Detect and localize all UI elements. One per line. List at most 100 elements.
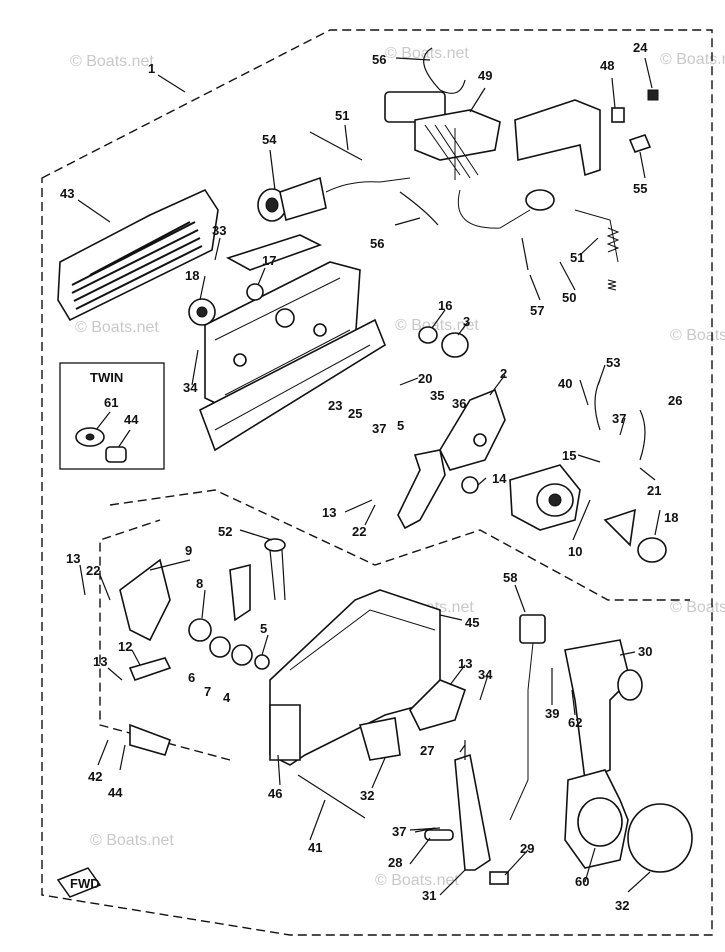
spring-part-52b (607, 279, 617, 291)
lever-part-31 (454, 753, 491, 871)
callout-7: 7 (204, 684, 211, 699)
part-33 (358, 717, 401, 761)
part-56 (628, 134, 652, 153)
callout-45: 44 (108, 785, 123, 800)
pin-part-29 (424, 829, 454, 841)
part-15 (461, 476, 479, 494)
callout-42: 41 (308, 840, 322, 855)
callout-24: 23 (328, 398, 342, 413)
callout-35: 34 (183, 380, 198, 395)
callout-50: 51 (335, 108, 349, 123)
cover-part-44 (57, 188, 219, 322)
callout-46: 45 (465, 615, 479, 630)
callout-61-inset: 61 (104, 395, 118, 410)
callout-57-top: 56 (372, 52, 386, 67)
callout-44-inset: 44 (124, 412, 139, 427)
callout-34: 33 (212, 223, 226, 238)
twin-title: TWIN (90, 370, 123, 385)
washer-part-7 (209, 636, 231, 658)
callout-35-right: 34 (478, 667, 493, 682)
watermark: © Boats.net (70, 53, 154, 70)
nut-part-5 (254, 654, 270, 670)
callout-13-left: 13 (66, 551, 80, 566)
callout-57-bottom: 56 (370, 236, 384, 251)
lever-part-2 (439, 388, 506, 471)
washer-part-4 (231, 644, 253, 666)
callout-41: 40 (558, 376, 572, 391)
watermark: © Boats.net (670, 327, 725, 344)
connector-part-53 (257, 176, 411, 222)
callout-1: 1 (148, 61, 155, 76)
callout-17: 16 (438, 298, 452, 313)
watermark: © Boats.net (385, 45, 469, 62)
callout-14: 13 (458, 656, 472, 671)
callout-20: 21 (647, 483, 661, 498)
clip-part-57-top (423, 47, 466, 94)
fwd-label: FWD (70, 876, 100, 891)
callout-43: 42 (88, 769, 102, 784)
callout-19-right: 18 (664, 510, 678, 525)
twin-inset: TWIN 61 44 (59, 362, 165, 470)
callout-13-low: 13 (93, 654, 107, 669)
callout-2: 2 (500, 366, 507, 381)
bolt-part-42 (297, 774, 366, 819)
switch-part-59 (519, 614, 546, 644)
callout-49: 48 (600, 58, 614, 73)
watermarks: © Boats.net © Boats.net © Boats.net © Bo… (70, 45, 725, 889)
spring-part-52 (606, 227, 620, 253)
grommet-part-19b (637, 537, 667, 563)
callout-6: 6 (188, 670, 195, 685)
spring-part-54 (594, 379, 601, 431)
subassembly-outline (109, 489, 690, 601)
callout-58: 57 (530, 303, 544, 318)
part-10 (603, 508, 636, 547)
callout-29: 28 (388, 855, 402, 870)
callout-59: 58 (503, 570, 517, 585)
callout-9: 9 (185, 543, 192, 558)
callout-39-right: 37 (612, 411, 626, 426)
callout-48: 49 (478, 68, 492, 83)
housing-plate (199, 261, 386, 452)
callout-27: 27 (420, 743, 434, 758)
callout-28: 29 (520, 841, 534, 856)
spring-part-25 (639, 409, 646, 461)
bracket-part-9 (119, 558, 171, 642)
gasket-part-18 (225, 234, 323, 271)
watermark: © Boats.net (90, 832, 174, 849)
bracket-top-right (514, 99, 601, 177)
callout-4: 4 (223, 690, 231, 705)
part-49 (611, 107, 625, 123)
callout-53: 54 (262, 132, 277, 147)
callout-32: 32 (615, 898, 629, 913)
callout-10: 10 (568, 544, 582, 559)
watermark: © Boats.net (670, 599, 725, 616)
assembly-outline (41, 29, 713, 936)
callout-38: 37 (392, 824, 406, 839)
bracket-part-45 (129, 723, 172, 756)
cap-part-32 (627, 803, 693, 873)
wire-part-51 (574, 209, 619, 263)
watermark: © Boats.net (75, 319, 159, 336)
callout-31: 31 (422, 888, 436, 903)
pin-part-12 (128, 657, 172, 681)
callout-22-left: 22 (86, 563, 100, 578)
callout-labels: 1 56 49 51 54 48 24 55 43 33 18 17 56 51… (60, 40, 682, 913)
callout-21: 20 (418, 371, 432, 386)
callout-13-mid: 13 (322, 505, 336, 520)
key-switch-part-48 (384, 91, 555, 229)
callout-39: 37 (372, 421, 386, 436)
callout-5: 5 (260, 621, 267, 636)
callout-12: 12 (118, 639, 132, 654)
callout-33: 32 (360, 788, 374, 803)
fwd-arrow-icon: FWD (56, 867, 102, 898)
callout-5-top: 5 (397, 418, 404, 433)
washer-part-17 (418, 326, 438, 344)
subassembly-outline-2 (99, 519, 231, 761)
watermark: © Boats.net (395, 317, 479, 334)
body-part-47 (269, 704, 301, 761)
callout-56: 55 (633, 181, 647, 196)
callout-8: 8 (196, 576, 203, 591)
link-arm (397, 449, 446, 530)
callout-36: 35 (430, 388, 444, 403)
